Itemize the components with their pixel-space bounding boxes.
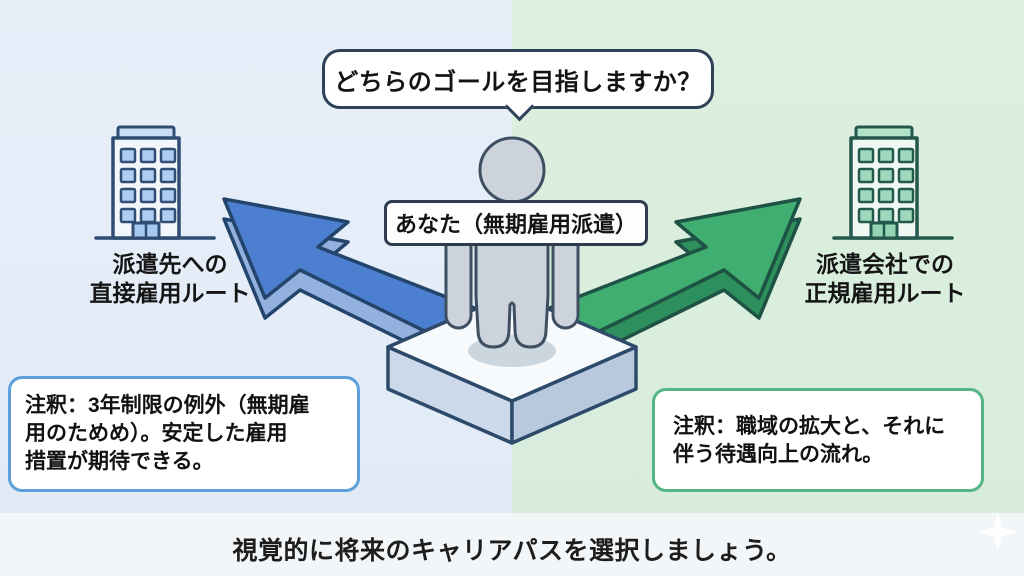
- route-label-left: 派遣先への 直接雇用ルート: [30, 250, 310, 308]
- note-right-line1: 注釈：職域の拡大と、それに: [673, 415, 946, 438]
- route-label-left-line2: 直接雇用ルート: [89, 280, 251, 306]
- caption-text: 視覚的に将来のキャリアパスを選択しましょう。: [232, 537, 792, 565]
- question-bubble-text: どちらのゴールを目指しますか？: [334, 68, 702, 96]
- footer-band: [0, 513, 1024, 576]
- question-bubble: どちらのゴールを目指しますか？: [322, 49, 714, 122]
- note-right-line2: 伴う待遇向上の流れ。: [673, 443, 884, 466]
- note-left-line2: 用のためめ）。安定した雇用: [25, 422, 288, 445]
- route-label-right-line1: 派遣会社での: [816, 251, 954, 277]
- note-box-right: 注釈：職域の拡大と、それに 伴う待遇向上の流れ。: [652, 388, 984, 492]
- route-label-right-line2: 正規雇用ルート: [804, 280, 966, 306]
- route-label-right: 派遣会社での 正規雇用ルート: [745, 250, 1024, 308]
- building-icon-blue: [94, 125, 216, 240]
- person-head: [478, 136, 546, 204]
- building-icon-green: [832, 125, 954, 240]
- note-left-line1: 注釈：3年制限の例外（無期雇: [25, 394, 310, 417]
- note-left-line3: 措置が期待できる。: [25, 450, 214, 473]
- center-label: あなた（無期雇用派遣）: [384, 200, 648, 246]
- route-label-left-line1: 派遣先への: [112, 251, 228, 277]
- note-box-left: 注釈：3年制限の例外（無期雇 用のためめ）。安定した雇用 措置が期待できる。: [8, 376, 360, 492]
- center-label-text: あなた（無期雇用派遣）: [394, 212, 637, 237]
